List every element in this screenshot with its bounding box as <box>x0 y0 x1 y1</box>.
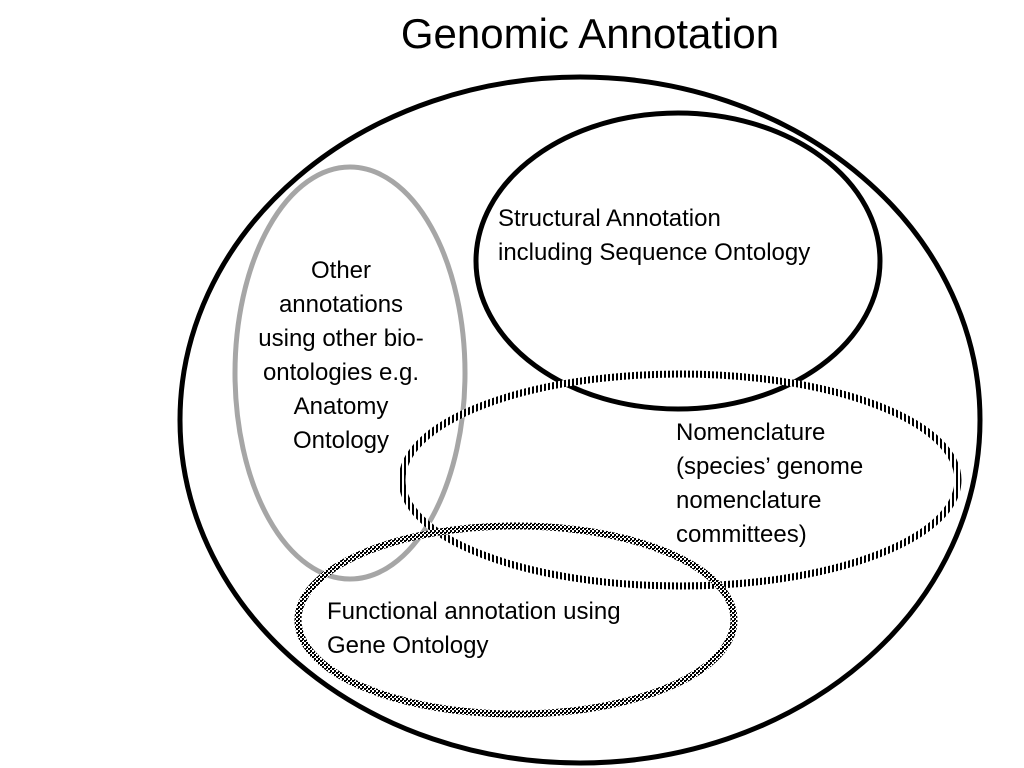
label-line: Anatomy <box>293 393 389 420</box>
label-line: Ontology <box>292 427 390 454</box>
label-line: (species’ genome <box>676 453 864 480</box>
other-annotations-ellipse <box>232 164 468 582</box>
label-line: annotations <box>278 291 404 318</box>
structural-annotation-ellipse <box>473 110 883 412</box>
functional-annotation-label: Functional annotation using Gene Ontolog… <box>327 595 707 663</box>
structural-annotation-label: Structural Annotation including Sequence… <box>498 202 878 270</box>
functional-annotation-ellipse <box>294 522 738 718</box>
label-line: Other <box>310 257 372 284</box>
label-line: committees) <box>676 521 807 548</box>
label-line: including Sequence Ontology <box>498 239 811 266</box>
other-annotations-label: Other annotations using other bio- ontol… <box>230 254 452 458</box>
diagram-title: Genomic Annotation <box>400 10 780 57</box>
label-line: nomenclature <box>676 487 822 514</box>
label-line: Gene Ontology <box>327 632 489 659</box>
label-line: Nomenclature <box>676 419 826 446</box>
nomenclature-ellipse <box>398 370 962 590</box>
label-line: ontologies e.g. <box>262 359 420 386</box>
label-line: Functional annotation using <box>327 598 621 625</box>
label-line: Structural Annotation <box>498 205 721 232</box>
genomic-annotation-ellipse <box>177 74 983 766</box>
nomenclature-label: Nomenclature (species’ genome nomenclatu… <box>676 416 936 552</box>
label-line: using other bio- <box>258 325 424 352</box>
